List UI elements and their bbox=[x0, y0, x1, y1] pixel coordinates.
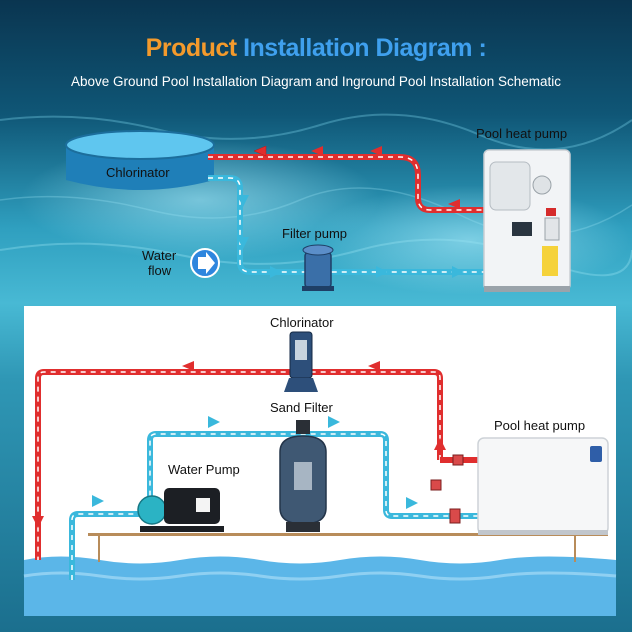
cold-flow-arrow bbox=[328, 416, 340, 428]
inline-chlorinator bbox=[284, 331, 318, 392]
hot-flow-arrow bbox=[182, 361, 194, 371]
sand-filter-label: Sand Filter bbox=[270, 400, 333, 415]
water-pump-motor bbox=[137, 488, 224, 532]
top-heat-pump-label: Pool heat pump bbox=[476, 126, 568, 141]
water-flow-arrow-icon bbox=[190, 248, 220, 278]
water-flow-label-line2: flow bbox=[148, 263, 172, 278]
cold-flow-arrow bbox=[92, 495, 104, 507]
hot-flow-arrow bbox=[311, 146, 323, 156]
heat-pump-unit bbox=[483, 149, 571, 292]
filter-pump-label: Filter pump bbox=[282, 226, 348, 241]
hot-flow-arrow bbox=[368, 361, 380, 371]
hot-flow-arrow bbox=[32, 516, 44, 528]
hot-return-pipe-bottom bbox=[32, 361, 478, 560]
title-installation-diagram: Installation Diagram bbox=[243, 34, 473, 62]
page-subtitle: Above Ground Pool Installation Diagram a… bbox=[70, 74, 562, 89]
title-product-word: Product bbox=[145, 34, 237, 62]
title-colon: : bbox=[478, 34, 487, 62]
heat-pump-unit-bottom bbox=[477, 437, 609, 535]
top-chlorinator-label: Chlorinator bbox=[106, 165, 170, 180]
bottom-chlorinator-label: Chlorinator bbox=[270, 315, 334, 330]
pool-water bbox=[24, 556, 616, 616]
bottom-heat-pump-label: Pool heat pump bbox=[494, 418, 586, 433]
cold-flow-arrow bbox=[376, 266, 388, 278]
water-flow-label-line1: Water bbox=[142, 248, 177, 263]
filter-pump bbox=[302, 244, 334, 291]
sand-filter-tank bbox=[279, 420, 327, 532]
hot-flow-arrow bbox=[434, 438, 446, 450]
page-title: Product Installation Diagram : bbox=[0, 34, 632, 63]
cold-flow-arrow bbox=[270, 266, 282, 278]
ground-line bbox=[88, 533, 608, 536]
valve-icon bbox=[430, 454, 464, 524]
cold-suction-pipe bbox=[208, 175, 500, 278]
water-pump-label: Water Pump bbox=[168, 462, 240, 477]
hot-flow-arrow bbox=[448, 199, 460, 209]
hot-flow-arrow bbox=[253, 145, 267, 157]
cold-flow-arrow bbox=[237, 237, 249, 249]
cold-flow-arrow bbox=[406, 497, 418, 509]
above-ground-diagram bbox=[65, 130, 571, 292]
cold-flow-arrow bbox=[237, 195, 249, 207]
cold-flow-arrow bbox=[452, 266, 464, 278]
cold-suction-pipe-bottom bbox=[69, 416, 478, 580]
cold-flow-arrow bbox=[208, 416, 220, 428]
above-ground-pool bbox=[65, 130, 215, 190]
hot-flow-arrow bbox=[370, 146, 382, 156]
